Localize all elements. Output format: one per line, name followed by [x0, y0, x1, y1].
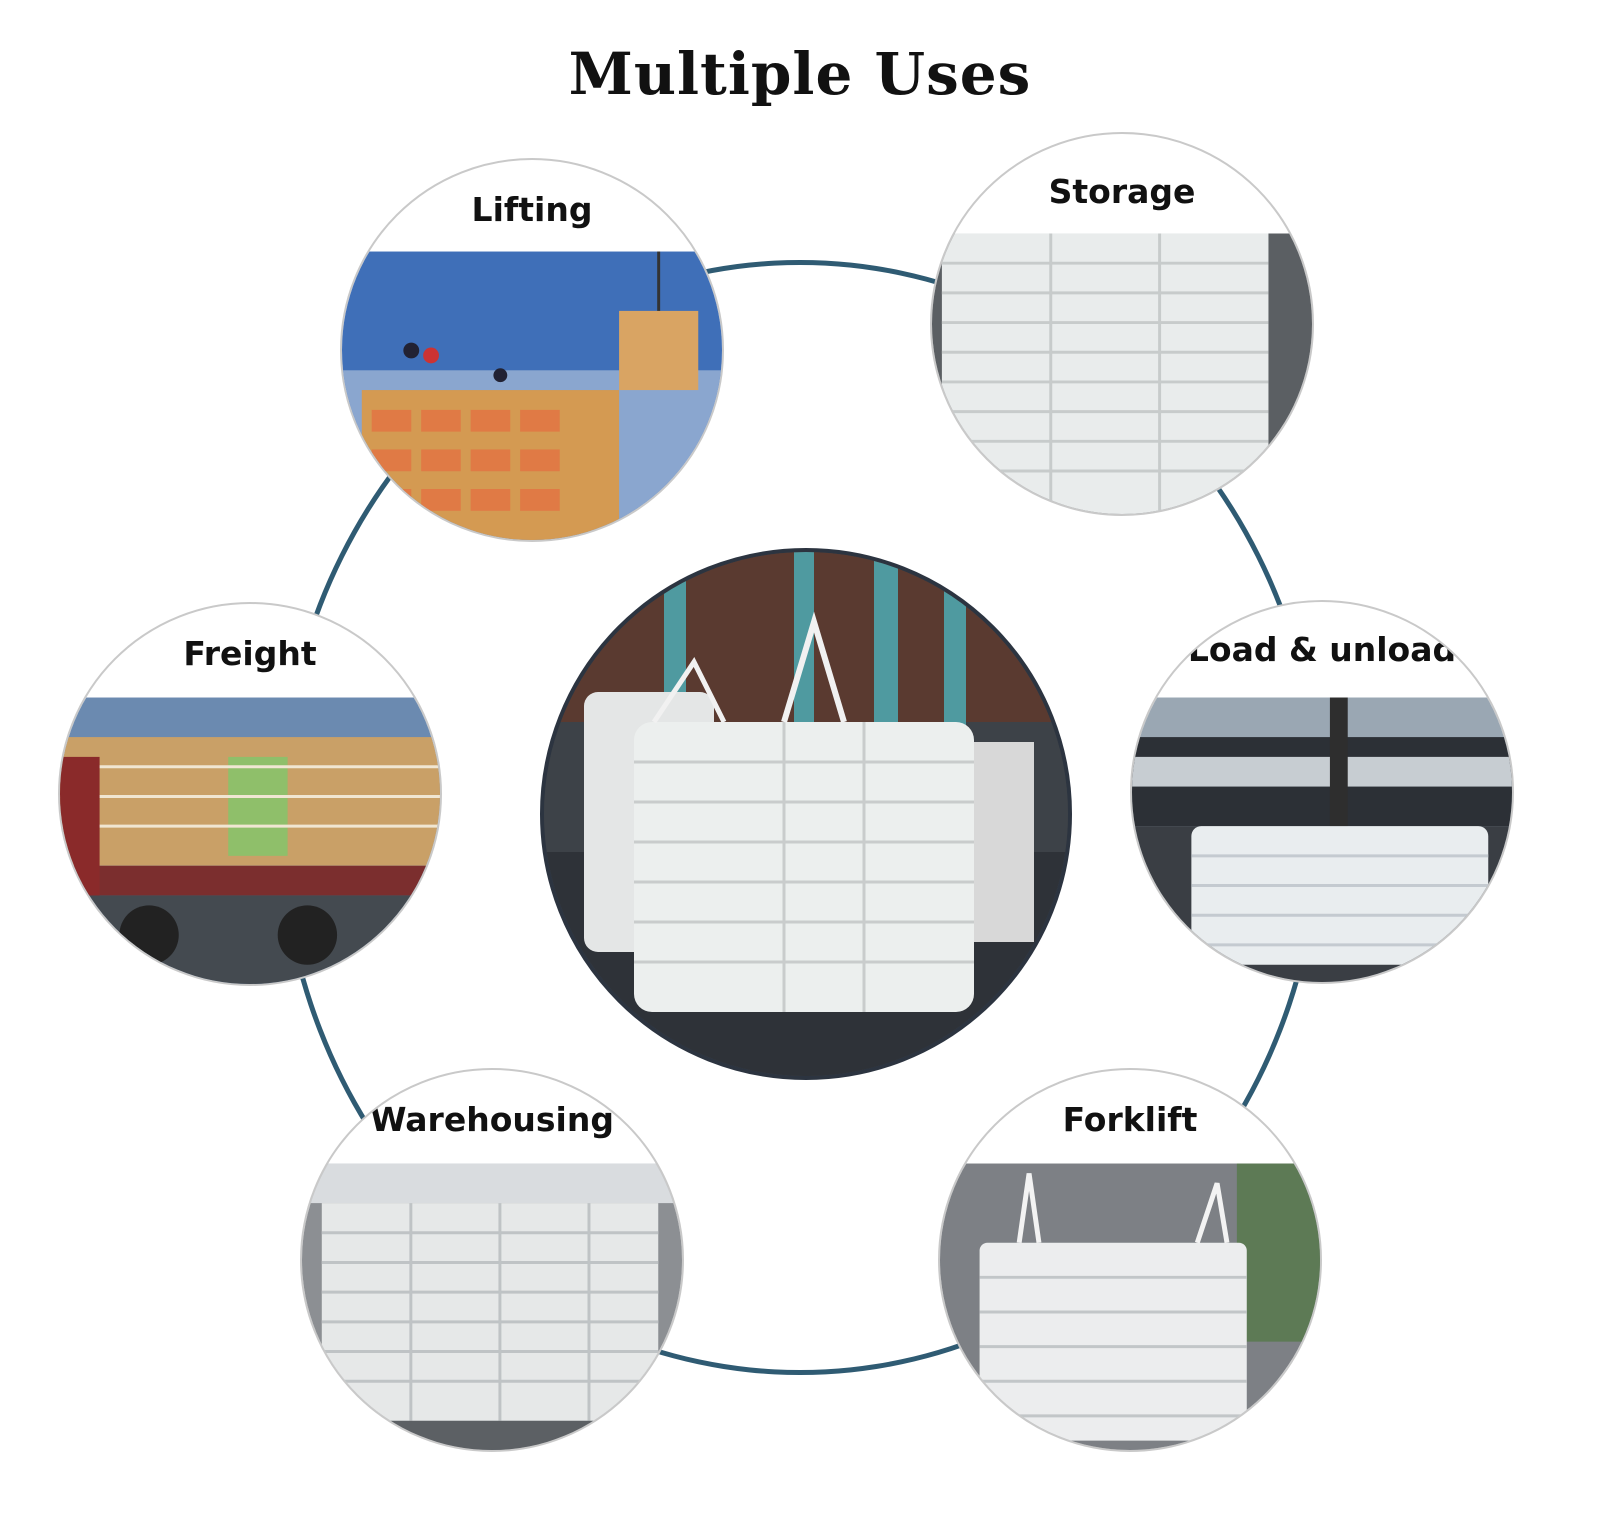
- use-circle-warehousing: Warehousing: [300, 1068, 684, 1452]
- use-label-load-unload: Load & unload: [1187, 630, 1457, 669]
- page-title: Multiple Uses: [568, 40, 1032, 108]
- bulk-bag-scene: [544, 552, 1068, 1076]
- use-label-warehousing: Warehousing: [370, 1100, 614, 1139]
- storage-scene: [932, 233, 1312, 514]
- forklift-scene: [940, 1163, 1320, 1450]
- use-circle-freight: Freight: [58, 602, 442, 986]
- warehousing-scene: [302, 1163, 682, 1450]
- use-circle-load-unload: Load & unload: [1130, 600, 1514, 984]
- load-unload-scene: [1132, 697, 1512, 982]
- use-circle-storage: Storage: [930, 132, 1314, 516]
- use-label-lifting: Lifting: [471, 190, 593, 229]
- use-label-freight: Freight: [183, 634, 317, 673]
- use-label-forklift: Forklift: [1062, 1100, 1198, 1139]
- lifting-scene: [342, 251, 722, 540]
- center-photo: [540, 548, 1072, 1080]
- freight-scene: [60, 697, 440, 984]
- use-circle-forklift: Forklift: [938, 1068, 1322, 1452]
- use-label-storage: Storage: [1048, 172, 1196, 211]
- use-circle-lifting: Lifting: [340, 158, 724, 542]
